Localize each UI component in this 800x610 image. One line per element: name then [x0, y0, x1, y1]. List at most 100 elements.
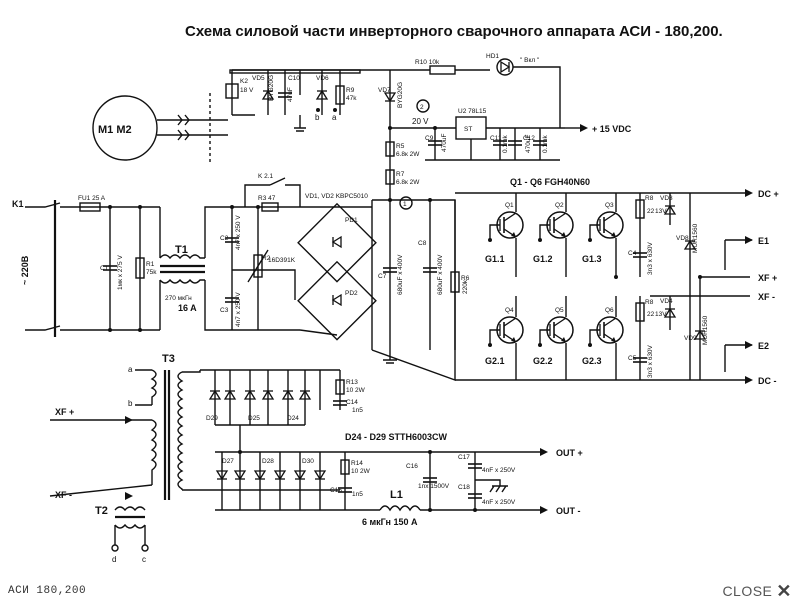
r6-label: R6 [461, 275, 470, 282]
r6-value: 220k [462, 279, 469, 294]
c16-label: C16 [406, 463, 418, 470]
vd8-label: VD8 [676, 235, 689, 242]
r14-value: 10 2W [351, 468, 371, 475]
r2-value: 16D391K [268, 257, 296, 264]
motor-symbol [92, 95, 158, 161]
c2-value: 4n7 x 250 V [235, 215, 242, 250]
c2-label: C2 [220, 235, 229, 242]
vd9-type: MUR1560 [702, 315, 709, 345]
dc-minus-label: DC - [758, 376, 777, 386]
c12-value: 470uF [525, 135, 532, 153]
c7-label: C7 [378, 273, 387, 280]
t1-label: T1 [175, 244, 188, 256]
c4-label: C4 [628, 250, 637, 257]
r7-label: R7 [396, 171, 405, 178]
c8-label: C8 [418, 240, 427, 247]
l1-value: 6 мкГн 150 A [362, 517, 418, 527]
c18-value: 4nF x 250V [482, 499, 516, 506]
node-1: 1 [403, 201, 407, 208]
r13-value: 10 2W [346, 387, 366, 394]
q6-label: Q6 [605, 307, 614, 314]
igbt-title: Q1 - Q6 FGH40N60 [510, 177, 590, 187]
c1-value: 1мк х 275 V [117, 255, 124, 290]
close-button[interactable]: CLOSE ✕ [722, 581, 792, 601]
t2-label: T2 [95, 505, 108, 517]
gate-g12: G1.2 [533, 254, 553, 264]
vd3-value: 13V [655, 208, 667, 215]
vdc-output-label: + 15 VDC [592, 124, 632, 134]
r2-label: R2 [262, 255, 271, 262]
vd7-label: VD7 [378, 87, 391, 94]
e2-label: E2 [758, 341, 769, 351]
bridge-label: VD1, VD2 KBPC5010 [305, 193, 368, 200]
vd5-type: BYG20G [268, 75, 275, 101]
out-plus-label: OUT + [556, 448, 583, 458]
q2-label: Q2 [555, 202, 564, 209]
u2-label: U2 78L15 [458, 108, 487, 115]
bridge-pd1 [297, 202, 377, 283]
k2-label: K2 [240, 78, 248, 85]
diode-note: D24 - D29 STTH6003CW [345, 432, 448, 442]
r9-value: 47k [346, 95, 357, 102]
node-b: b [315, 113, 320, 122]
t3-b: b [128, 399, 133, 408]
gate-g11: G1.1 [485, 254, 505, 264]
d28-label: D28 [262, 458, 274, 465]
t2-c: c [142, 555, 146, 564]
close-x-icon[interactable]: ✕ [776, 581, 792, 601]
c17-value: 4nF x 250V [482, 467, 516, 474]
c3-label: C3 [220, 307, 229, 314]
hd1-text: " Вкл " [520, 57, 540, 64]
c10-value: 47uF [287, 87, 294, 102]
vd9-label: VD9 [684, 335, 697, 342]
l1-label: L1 [390, 489, 403, 501]
r10-label: R10 10k [415, 59, 440, 66]
r13-label: R13 [346, 379, 358, 386]
r1-label: R1 [146, 261, 155, 268]
r8-label: R8 [645, 195, 654, 202]
pd1-label: PD1 [345, 217, 358, 224]
q5-label: Q5 [555, 307, 564, 314]
node-a: a [332, 113, 337, 122]
t3-label: T3 [162, 353, 175, 365]
r5-value: 6.8к 2W [396, 151, 420, 158]
vd4-value: 13V [655, 311, 667, 318]
vd4-label: VD4 [660, 298, 673, 305]
q1-label: Q1 [505, 202, 514, 209]
c5-value: 3n3 x 630V [647, 344, 654, 378]
c9-label: C9 [425, 135, 434, 142]
t1-current: 16 A [178, 303, 197, 313]
node-2: 2 [420, 104, 424, 111]
gate-g22: G2.2 [533, 356, 553, 366]
c14-value: 1n5 [352, 407, 363, 414]
c18-label: C18 [458, 484, 470, 491]
c13-value: 0.1mk [542, 135, 549, 153]
xf-plus-right: XF + [758, 273, 777, 283]
c5-label: C5 [628, 355, 637, 362]
c3-value: 4n7 x 250 V [235, 292, 242, 327]
r1-value: 75k [146, 269, 157, 276]
fu1-label: FU1 25 A [78, 195, 106, 202]
bridge-pd2 [297, 260, 377, 341]
k2-voltage: 18 V [240, 87, 254, 94]
c8-value: 680uF x 400V [437, 254, 444, 295]
t3-a: a [128, 365, 133, 374]
relay-coil-k2 [225, 83, 239, 99]
r8-value: 22 [647, 208, 655, 215]
r7-value: 6.8к 2W [396, 179, 420, 186]
c12-label: C12 [523, 135, 535, 142]
k21-label: K 2.1 [258, 173, 274, 180]
gate-g21: G2.1 [485, 356, 505, 366]
close-label: CLOSE [722, 583, 773, 599]
c10-label: C10 [288, 75, 300, 82]
xf-minus-right: XF - [758, 292, 775, 302]
xf-minus-left: XF - [55, 490, 72, 500]
c9-value: 470uF [441, 134, 448, 152]
dc-plus-label: DC + [758, 189, 779, 199]
r8b-label: R8 [645, 299, 654, 306]
pd2-label: PD2 [345, 290, 358, 297]
k1-label: K1 [12, 199, 24, 209]
led-hd1 [496, 58, 514, 76]
gate-g23: G2.3 [582, 356, 602, 366]
